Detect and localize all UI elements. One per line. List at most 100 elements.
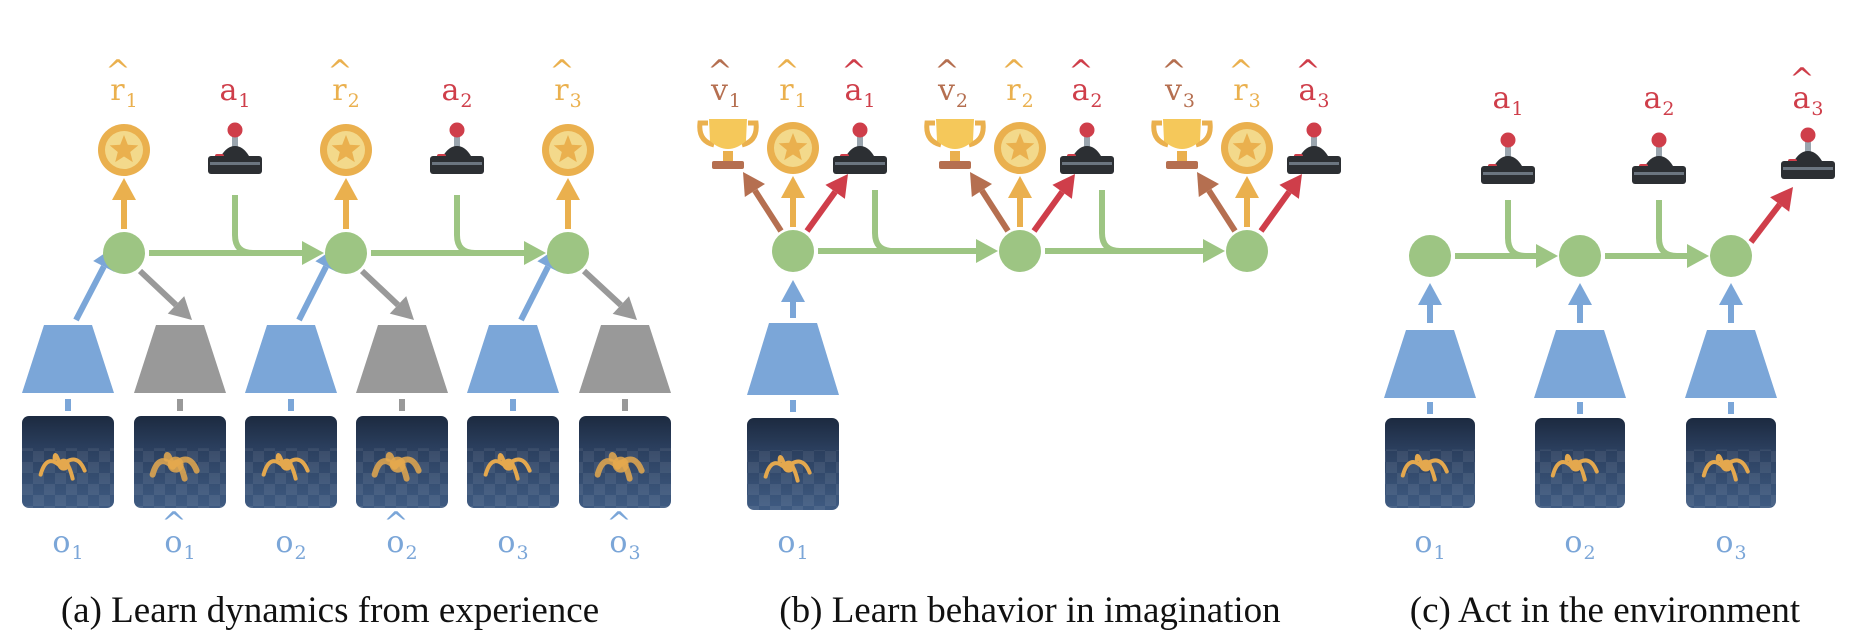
action-joystick-icon bbox=[430, 122, 484, 174]
state-node bbox=[1226, 230, 1268, 272]
action-input-curve bbox=[232, 195, 254, 256]
action-joystick-icon bbox=[1287, 122, 1341, 174]
decoder-trapezoid bbox=[134, 325, 226, 393]
encode-arrow bbox=[1418, 283, 1442, 323]
action-joystick-icon bbox=[1781, 127, 1835, 179]
label-subscript: 1 bbox=[71, 542, 83, 564]
value-arrow-head bbox=[743, 172, 766, 197]
label-subscript: 1 bbox=[796, 542, 808, 564]
label-base: o bbox=[777, 525, 795, 560]
action-input-curve-path bbox=[872, 190, 894, 254]
transition-arrow bbox=[1605, 244, 1709, 268]
image-floor bbox=[747, 450, 839, 510]
state-node bbox=[325, 232, 367, 274]
action-input-curve-path bbox=[1656, 200, 1678, 259]
image-floor bbox=[134, 448, 226, 508]
observation-image bbox=[245, 416, 337, 508]
reward-coin-icon bbox=[994, 122, 1046, 174]
label-base: o bbox=[1414, 525, 1432, 560]
action-joystick-icon bbox=[208, 122, 262, 174]
reward-arrow bbox=[556, 178, 580, 229]
encoder-trapezoid bbox=[1384, 330, 1476, 398]
reward-coin-icon bbox=[98, 124, 150, 176]
label-base: a bbox=[1493, 81, 1511, 116]
label-base: o bbox=[609, 525, 627, 560]
label-base: a bbox=[442, 73, 460, 108]
label-subscript: 2 bbox=[956, 90, 968, 112]
reward-arrow-head bbox=[1008, 176, 1032, 198]
label-base: o bbox=[164, 525, 182, 560]
value-arrow bbox=[743, 172, 784, 233]
agent-body bbox=[167, 456, 184, 473]
action-joystick-icon bbox=[1060, 122, 1114, 174]
star-icon bbox=[109, 135, 139, 163]
joystick-ball bbox=[1079, 122, 1095, 138]
joystick-stick bbox=[1656, 142, 1662, 160]
transition-arrow bbox=[818, 239, 998, 263]
joystick-stripe bbox=[1062, 162, 1112, 165]
joystick-dome bbox=[1794, 151, 1822, 161]
joystick-stripe bbox=[1634, 172, 1684, 175]
label-subscript: 2 bbox=[1022, 90, 1034, 112]
label-action: a1 bbox=[845, 73, 876, 112]
encode-arrow-shaft bbox=[518, 265, 551, 322]
transition-arrow-head bbox=[976, 239, 998, 263]
decoder-connector bbox=[622, 399, 628, 411]
joystick-stick bbox=[857, 132, 863, 150]
encoder-trapezoid bbox=[467, 325, 559, 393]
state-node bbox=[999, 230, 1041, 272]
hat-accent: ^ bbox=[606, 506, 631, 541]
reward-coin-icon bbox=[1221, 122, 1273, 174]
label-base: a bbox=[1793, 81, 1811, 116]
hat-accent: ^ bbox=[1295, 54, 1320, 89]
label-subscript: 3 bbox=[1249, 90, 1261, 112]
value-arrow-shaft bbox=[752, 188, 784, 233]
trophy-base bbox=[712, 161, 744, 169]
caption-panel-c: (c) Act in the environment bbox=[1410, 590, 1801, 631]
label-subscript: 3 bbox=[570, 90, 582, 112]
hat-accent: ^ bbox=[934, 54, 959, 89]
label-action: a1 bbox=[1493, 81, 1524, 120]
agent-body bbox=[57, 458, 70, 471]
label-subscript: 2 bbox=[460, 90, 472, 112]
star-icon bbox=[1232, 133, 1262, 161]
agent-body bbox=[280, 458, 293, 471]
observation-image bbox=[1535, 418, 1625, 508]
label-subscript: 1 bbox=[1511, 98, 1523, 120]
label-observation: o1 bbox=[777, 525, 808, 564]
label-reward: r3 bbox=[554, 73, 581, 112]
encode-arrow-shaft bbox=[296, 265, 329, 322]
reward-arrow bbox=[1008, 176, 1032, 227]
decoder-trapezoid bbox=[356, 325, 448, 393]
label-base: a bbox=[1644, 81, 1662, 116]
label-subscript: 2 bbox=[294, 542, 306, 564]
transition-arrow bbox=[1045, 239, 1225, 263]
reconstruction-image bbox=[579, 416, 671, 508]
label-base: r bbox=[1233, 73, 1248, 108]
trophy-cup bbox=[1163, 119, 1201, 149]
policy-arrow bbox=[804, 174, 848, 233]
label-subscript: 2 bbox=[405, 542, 417, 564]
policy-arrow bbox=[1031, 174, 1075, 233]
encoder-trapezoid bbox=[747, 323, 839, 395]
label-subscript: 1 bbox=[1433, 542, 1445, 564]
observation-image bbox=[467, 416, 559, 508]
decode-arrow bbox=[581, 268, 637, 320]
label-reward: r3 bbox=[1233, 73, 1260, 112]
label-action: a1 bbox=[220, 73, 251, 112]
reward-arrow-head bbox=[781, 176, 805, 198]
action-joystick-icon bbox=[1481, 132, 1535, 184]
hat-accent: ^ bbox=[774, 54, 799, 89]
decode-arrow-head bbox=[167, 296, 192, 320]
observation-image bbox=[22, 416, 114, 508]
label-subscript: 3 bbox=[516, 542, 528, 564]
reward-arrow-head bbox=[112, 178, 136, 200]
value-arrow bbox=[970, 172, 1011, 233]
trophy-base bbox=[939, 161, 971, 169]
value-arrow-head bbox=[1197, 172, 1220, 197]
image-floor bbox=[467, 448, 559, 508]
label-observation: o3 bbox=[609, 525, 640, 564]
trophy-handle-left bbox=[697, 120, 715, 148]
encode-arrow-head bbox=[1719, 283, 1743, 305]
